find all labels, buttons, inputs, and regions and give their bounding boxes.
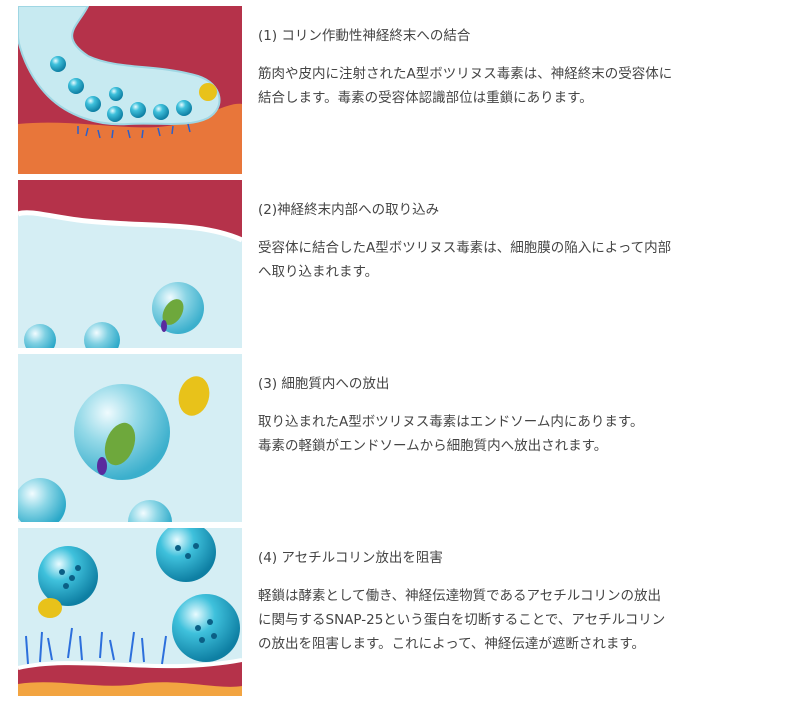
nerve-terminal-binding-illustration [18,6,242,174]
endocytosis-illustration [18,180,242,348]
step-description: 筋肉や皮内に注射されたA型ボツリヌス毒素は、神経終末の受容体に 結合します。毒素… [258,66,673,106]
step-description: 取り込まれたA型ボツリヌス毒素はエンドソーム内にあります。 毒素の軽鎖がエンドソ… [258,414,644,454]
step-description: 受容体に結合したA型ボツリヌス毒素は、細胞膜の陥入によって内部 へ取り込まれます… [258,240,672,280]
step-description: 軽鎖は酵素として働き、神経伝達物質であるアセチルコリンの放出 に関与するSNAP… [258,588,666,652]
step-4: (4) アセチルコリン放出を阻害 軽鎖は酵素として働き、神経伝達物質であるアセチ… [18,528,738,696]
step-title: (4) アセチルコリン放出を阻害 [258,550,443,566]
step-3: (3) 細胞質内への放出 取り込まれたA型ボツリヌス毒素はエンドソーム内にありま… [18,354,738,522]
step-1: (1) コリン作動性神経終末への結合 筋肉や皮内に注射されたA型ボツリヌス毒素は… [18,6,738,174]
snap25-cleavage-illustration [18,528,242,696]
step-title: (1) コリン作動性神経終末への結合 [258,28,471,44]
step-title: (3) 細胞質内への放出 [258,376,390,392]
step-2: (2)神経終末内部への取り込み 受容体に結合したA型ボツリヌス毒素は、細胞膜の陥… [18,180,738,348]
endosome-release-illustration [18,354,242,522]
step-title: (2)神経終末内部への取り込み [258,202,440,218]
